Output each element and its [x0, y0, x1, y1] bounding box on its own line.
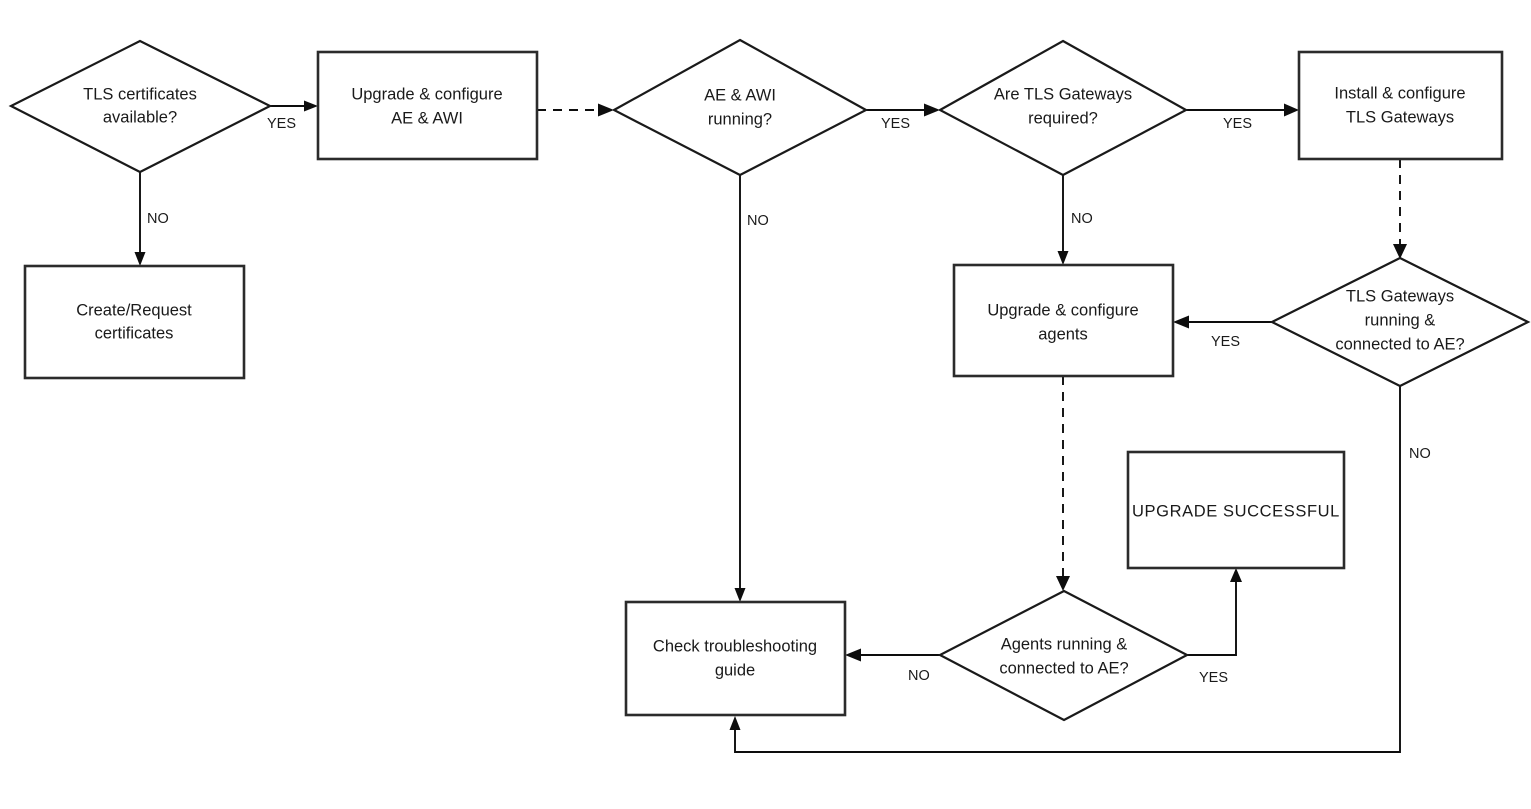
node-ae-awi-running[interactable]: AE & AWI running? [611, 38, 869, 177]
node-label-line1: Install & configure [1334, 84, 1465, 102]
node-tls-certificates-available[interactable]: TLS certificates available? [8, 39, 273, 174]
edge-label-certs-no: NO [147, 211, 169, 227]
node-label-line2: connected to AE? [999, 659, 1128, 677]
node-create-request-certificates[interactable]: Create/Request certificates [23, 264, 246, 380]
edge-ae-awi-no [734, 175, 746, 602]
node-label-line2: available? [103, 108, 177, 126]
edge-label-gateways-required-yes: YES [1223, 116, 1252, 132]
node-label-line1: TLS certificates [83, 85, 197, 103]
node-tls-gateways-running-connected[interactable]: TLS Gateways running & connected to AE? [1269, 256, 1531, 388]
node-label-line2: running? [708, 110, 772, 128]
edge-gateways-running-no [729, 385, 1401, 753]
node-label-line2: required? [1028, 109, 1098, 127]
edge-agents-yes [1187, 568, 1242, 656]
node-upgrade-configure-ae-awi[interactable]: Upgrade & configure AE & AWI [316, 50, 539, 161]
node-check-troubleshooting-guide[interactable]: Check troubleshooting guide [624, 600, 847, 717]
node-label-line2: TLS Gateways [1346, 108, 1454, 126]
edge-agents-dashed [1056, 376, 1070, 591]
edge-label-ae-awi-no: NO [747, 213, 769, 229]
node-label-line2: AE & AWI [391, 109, 463, 127]
edge-gateways-running-yes [1173, 315, 1272, 329]
edge-certs-yes [270, 100, 318, 112]
edge-agents-no [845, 648, 940, 662]
node-agents-running-connected[interactable]: Agents running & connected to AE? [937, 589, 1190, 722]
node-are-tls-gateways-required[interactable]: Are TLS Gateways required? [937, 39, 1189, 177]
node-label-line1: Upgrade & configure [987, 301, 1138, 319]
node-label-line2: guide [715, 661, 755, 679]
node-label-line1: Create/Request [76, 301, 192, 319]
edge-ae-awi-dashed [537, 103, 614, 117]
node-upgrade-configure-agents[interactable]: Upgrade & configure agents [952, 263, 1175, 378]
node-label-line2: certificates [95, 324, 174, 342]
edge-label-gateways-required-no: NO [1071, 211, 1093, 227]
node-label-line2: running & [1365, 311, 1436, 329]
node-label-line1: Check troubleshooting [653, 637, 817, 655]
node-install-configure-tls-gateways[interactable]: Install & configure TLS Gateways [1297, 50, 1504, 161]
edge-label-agents-no: NO [908, 668, 930, 684]
node-label-line1: AE & AWI [704, 86, 776, 104]
node-label-line1: Are TLS Gateways [994, 85, 1132, 103]
node-upgrade-successful[interactable]: UPGRADE SUCCESSFUL [1126, 450, 1346, 570]
node-label-line1: TLS Gateways [1346, 287, 1454, 305]
edge-label-certs-yes: YES [267, 116, 296, 132]
edge-gateways-install-dashed [1393, 159, 1407, 259]
node-label-line1: Agents running & [1001, 635, 1128, 653]
edge-gateways-required-no [1057, 175, 1069, 265]
edge-label-gateways-running-no: NO [1409, 446, 1431, 462]
node-label-line3: connected to AE? [1335, 335, 1464, 353]
node-label-line1: UPGRADE SUCCESSFUL [1132, 502, 1340, 520]
edge-label-ae-awi-yes: YES [881, 116, 910, 132]
edge-certs-no [134, 172, 146, 266]
edge-label-gateways-running-yes: YES [1211, 334, 1240, 350]
edge-label-agents-yes: YES [1199, 670, 1228, 686]
edge-ae-awi-yes [866, 103, 940, 117]
node-label-line2: agents [1038, 325, 1088, 343]
node-label-line1: Upgrade & configure [351, 85, 502, 103]
edge-gateways-required-yes [1186, 103, 1299, 117]
